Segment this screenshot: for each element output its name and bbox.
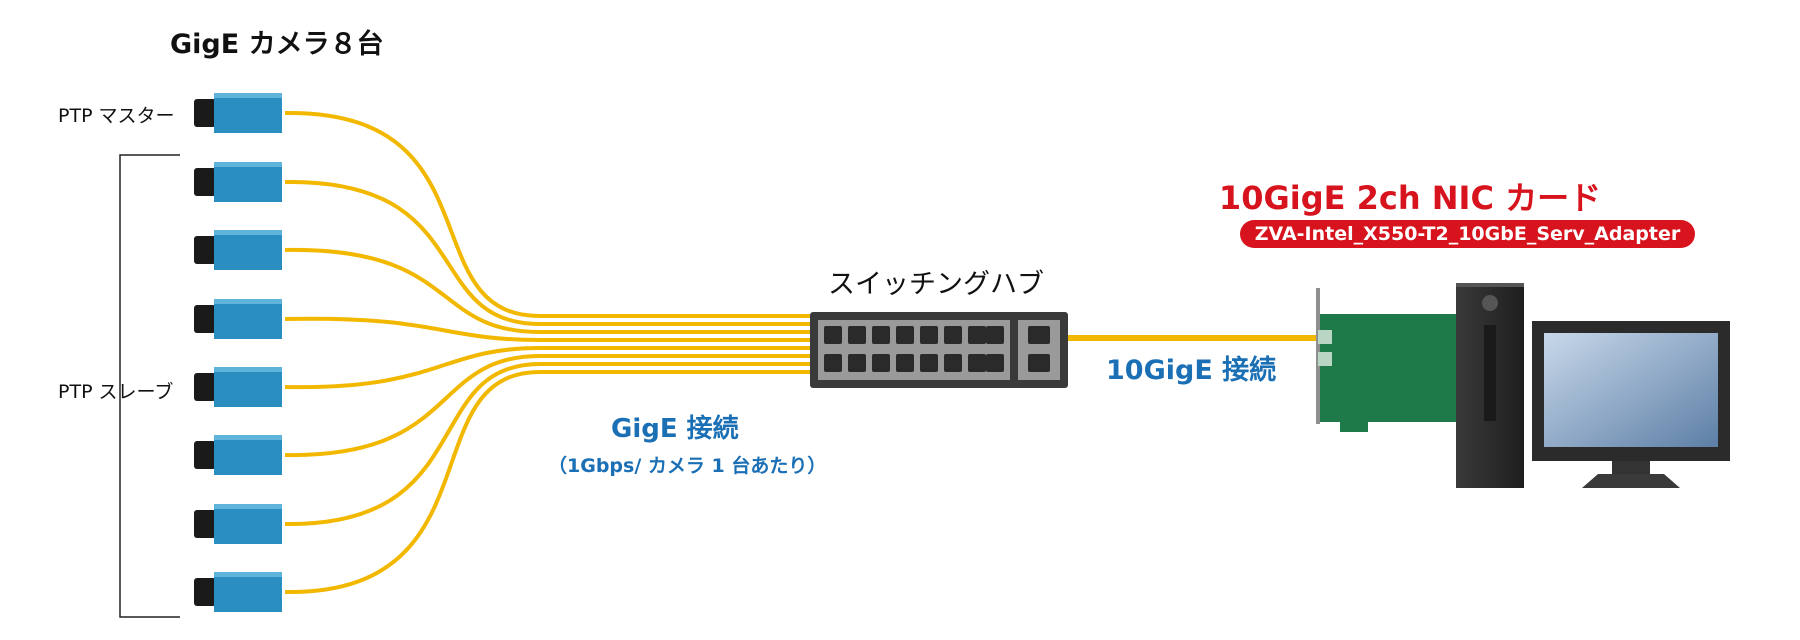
cameras-title: GigE カメラ８台 [170,29,384,60]
nic-title: 10GigE 2ch NIC カード [1218,179,1602,217]
cable-5 [284,346,810,390]
camera-6 [194,435,282,475]
gige-link-sublabel: （1Gbps/ カメラ 1 台あたり） [548,455,827,477]
cable-4 [284,316,810,342]
cable-7 [284,362,810,527]
cable-2 [284,179,810,326]
camera-2 [194,162,282,202]
cable-6 [284,354,810,458]
hub-label: スイッチングハブ [828,269,1044,300]
camera-7 [194,504,282,544]
switching-hub [810,312,1068,388]
uplink-label: 10GigE 接続 [1106,355,1277,386]
camera-5 [194,367,282,407]
camera-1 [194,93,282,133]
slave-bracket [119,154,180,618]
gige-link-label: GigE 接続 [611,414,739,444]
camera-cables [284,110,810,595]
nic-model-badge: ZVA-Intel_X550-T2_10GbE_Serv_Adapter [1240,220,1695,248]
monitor [1532,321,1730,488]
cable-8 [284,370,810,595]
camera-4 [194,299,282,339]
camera-8 [194,572,282,612]
camera-3 [194,230,282,270]
ptp-slave-label: PTP スレーブ [58,381,174,403]
cable-3 [284,247,810,334]
pc-tower [1456,283,1524,488]
hub-ports [824,326,1050,372]
ptp-master-label: PTP マスター [58,105,175,127]
cable-1 [284,110,810,318]
nic-card [1316,288,1458,432]
